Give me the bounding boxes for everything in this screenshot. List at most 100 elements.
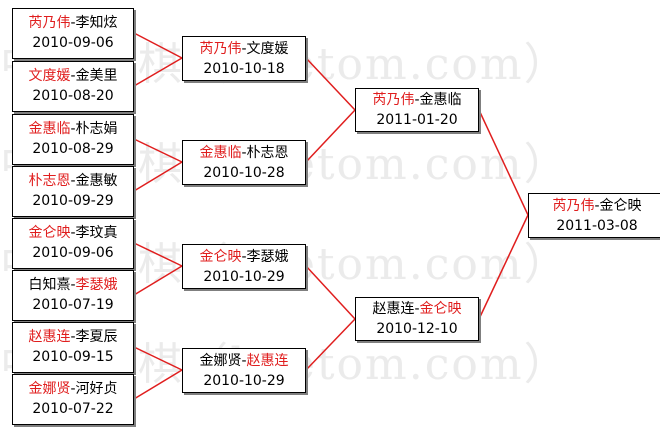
winner-name: 芮乃伟 — [372, 92, 415, 108]
loser-name: 赵惠连 — [372, 301, 415, 317]
separator: - — [70, 277, 76, 293]
winner-name: 芮乃伟 — [552, 198, 595, 214]
separator: - — [241, 145, 247, 161]
loser-name: 李知炫 — [75, 15, 118, 31]
player-pair: 白知熹-李瑟娥 — [13, 275, 133, 295]
match-box: 白知熹-李瑟娥 2010-07-19 — [12, 270, 134, 321]
player-pair: 赵惠连-金仑映 — [356, 299, 478, 319]
match-box: 金仑映-李瑟娥 2010-10-29 — [182, 244, 306, 289]
loser-name: 文度媛 — [246, 41, 289, 57]
connector-line — [133, 346, 183, 371]
loser-name: 李玟真 — [75, 225, 118, 241]
separator: - — [70, 329, 76, 345]
loser-name: 李瑟娥 — [246, 249, 289, 265]
player-pair: 金娜贤-赵惠连 — [183, 351, 305, 371]
connector-line — [478, 214, 529, 320]
loser-name: 朴志娟 — [75, 121, 118, 137]
match-box: 金惠临-朴志恩 2010-10-28 — [182, 140, 306, 185]
separator: - — [241, 249, 247, 265]
winner-name: 芮乃伟 — [199, 41, 242, 57]
player-pair: 金仑映-李瑟娥 — [183, 247, 305, 267]
winner-name: 金惠临 — [28, 121, 71, 137]
separator: - — [594, 198, 600, 214]
match-box: 赵惠连-金仑映 2010-12-10 — [355, 297, 479, 341]
match-box: 文度媛-金美里 2010-08-20 — [12, 61, 134, 112]
connector-line — [133, 57, 183, 87]
match-date: 2010-09-06 — [32, 245, 114, 261]
loser-name: 金仑映 — [599, 198, 642, 214]
winner-name: 金仑映 — [28, 225, 71, 241]
match-box: 芮乃伟-金惠临 2011-01-20 — [355, 88, 479, 132]
match-box: 赵惠连-李夏辰 2010-09-15 — [12, 322, 134, 373]
match-box: 金娜贤-赵惠连 2010-10-29 — [182, 348, 306, 393]
loser-name: 金美里 — [75, 68, 118, 84]
separator: - — [70, 15, 76, 31]
match-date: 2010-08-20 — [32, 88, 114, 104]
match-date: 2010-10-28 — [203, 165, 285, 181]
match-box: 金惠临-朴志娟 2010-08-29 — [12, 114, 134, 165]
player-pair: 金娜贤-河好贞 — [13, 379, 133, 399]
connector-line — [305, 265, 356, 320]
player-pair: 金惠临-朴志恩 — [183, 143, 305, 163]
player-pair: 芮乃伟-文度媛 — [183, 39, 305, 59]
winner-name: 芮乃伟 — [28, 15, 71, 31]
winner-name: 文度媛 — [28, 68, 71, 84]
winner-name: 李瑟娥 — [75, 277, 118, 293]
separator: - — [70, 381, 76, 397]
winner-name: 朴志恩 — [28, 173, 71, 189]
match-date: 2011-03-08 — [556, 218, 638, 234]
loser-name: 金惠敏 — [75, 173, 118, 189]
loser-name: 金娜贤 — [199, 353, 242, 369]
match-box: 朴志恩-金惠敏 2010-09-29 — [12, 166, 134, 217]
loser-name: 朴志恩 — [246, 145, 289, 161]
player-pair: 赵惠连-李夏辰 — [13, 327, 133, 347]
match-date: 2010-07-19 — [32, 297, 114, 313]
separator: - — [414, 92, 420, 108]
winner-name: 赵惠连 — [246, 353, 289, 369]
match-date: 2010-10-29 — [203, 269, 285, 285]
player-pair: 芮乃伟-金惠临 — [356, 90, 478, 110]
match-date: 2010-12-10 — [376, 321, 458, 337]
winner-name: 金仑映 — [419, 301, 462, 317]
connector-line — [133, 242, 183, 267]
match-box: 金仑映-李玟真 2010-09-06 — [12, 218, 134, 269]
match-date: 2010-10-29 — [203, 373, 285, 389]
match-box: 芮乃伟-文度媛 2010-10-18 — [182, 36, 306, 81]
connector-line — [133, 369, 183, 400]
separator: - — [70, 68, 76, 84]
loser-name: 河好贞 — [75, 381, 118, 397]
connector-line — [305, 57, 356, 111]
player-pair: 金仑映-李玟真 — [13, 223, 133, 243]
match-date: 2011-01-20 — [376, 112, 458, 128]
separator: - — [241, 353, 247, 369]
connector-line — [133, 161, 183, 192]
separator: - — [70, 173, 76, 189]
separator: - — [241, 41, 247, 57]
match-date: 2010-10-18 — [203, 61, 285, 77]
loser-name: 白知熹 — [28, 277, 71, 293]
player-pair: 芮乃伟-金仑映 — [529, 196, 660, 216]
separator: - — [70, 121, 76, 137]
match-date: 2010-09-29 — [32, 193, 114, 209]
connector-line — [478, 109, 529, 216]
match-date: 2010-09-15 — [32, 349, 114, 365]
winner-name: 金仑映 — [199, 249, 242, 265]
player-pair: 金惠临-朴志娟 — [13, 119, 133, 139]
connector-line — [133, 138, 183, 163]
connector-line — [133, 32, 183, 59]
separator: - — [414, 301, 420, 317]
match-date: 2010-09-06 — [32, 35, 114, 51]
winner-name: 金惠临 — [199, 145, 242, 161]
player-pair: 芮乃伟-李知炫 — [13, 13, 133, 33]
loser-name: 金惠临 — [419, 92, 462, 108]
connector-line — [305, 109, 356, 163]
winner-name: 金娜贤 — [28, 381, 71, 397]
connector-line — [305, 318, 356, 371]
final-match-box: 芮乃伟-金仑映 2011-03-08 — [528, 193, 660, 238]
separator: - — [70, 225, 76, 241]
match-date: 2010-08-29 — [32, 141, 114, 157]
match-date: 2010-07-22 — [32, 401, 114, 417]
player-pair: 文度媛-金美里 — [13, 66, 133, 86]
match-box: 芮乃伟-李知炫 2010-09-06 — [12, 8, 134, 59]
player-pair: 朴志恩-金惠敏 — [13, 171, 133, 191]
